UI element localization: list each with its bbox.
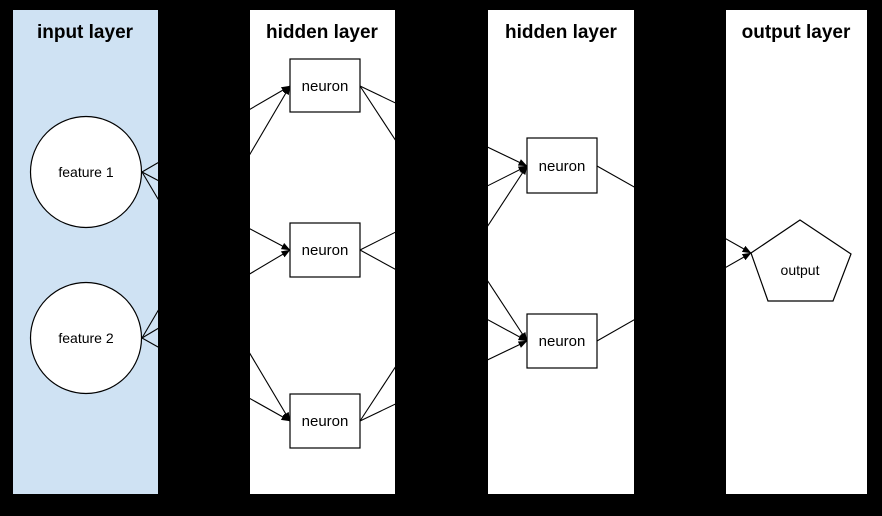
hidden1-neuron2-label: neuron [302, 242, 349, 259]
output-label: output [781, 262, 820, 278]
input-layer-title: input layer [37, 22, 134, 43]
output-node: output [750, 219, 852, 302]
hidden1-neuron1-node: neuron [289, 58, 361, 113]
hidden1-neuron1-rect [289, 58, 361, 113]
feature-2-label: feature 2 [58, 330, 113, 346]
hidden2-neuron2-node: neuron [526, 313, 598, 369]
hidden-layer-1-title: hidden layer [266, 22, 379, 43]
feature-1-label: feature 1 [58, 164, 113, 180]
output-layer-title: output layer [742, 22, 851, 43]
feature-2-circle [29, 281, 143, 395]
hidden1-neuron3-node: neuron [289, 393, 361, 449]
input-layer-panel [13, 10, 158, 494]
output-pentagon [750, 219, 852, 302]
hidden-layer-2-panel [488, 10, 634, 494]
hidden1-neuron2-rect [289, 222, 361, 278]
layer-titles: input layer hidden layer hidden layer ou… [37, 22, 851, 43]
feature-1-node: feature 1 [29, 115, 143, 229]
feature-1-circle [29, 115, 143, 229]
hidden2-neuron2-label: neuron [539, 333, 586, 350]
hidden1-neuron3-rect [289, 393, 361, 449]
hidden1-neuron2-node: neuron [289, 222, 361, 278]
feature-2-node: feature 2 [29, 281, 143, 395]
hidden2-neuron1-rect [526, 137, 598, 194]
hidden2-neuron1-label: neuron [539, 158, 586, 175]
hidden1-neuron1-label: neuron [302, 78, 349, 95]
nodes: feature 1 feature 2 neuron neuron neuron [29, 58, 852, 449]
hidden2-neuron2-rect [526, 313, 598, 369]
hidden-layer-2-title: hidden layer [505, 22, 618, 43]
hidden2-neuron1-node: neuron [526, 137, 598, 194]
hidden1-neuron3-label: neuron [302, 413, 349, 430]
